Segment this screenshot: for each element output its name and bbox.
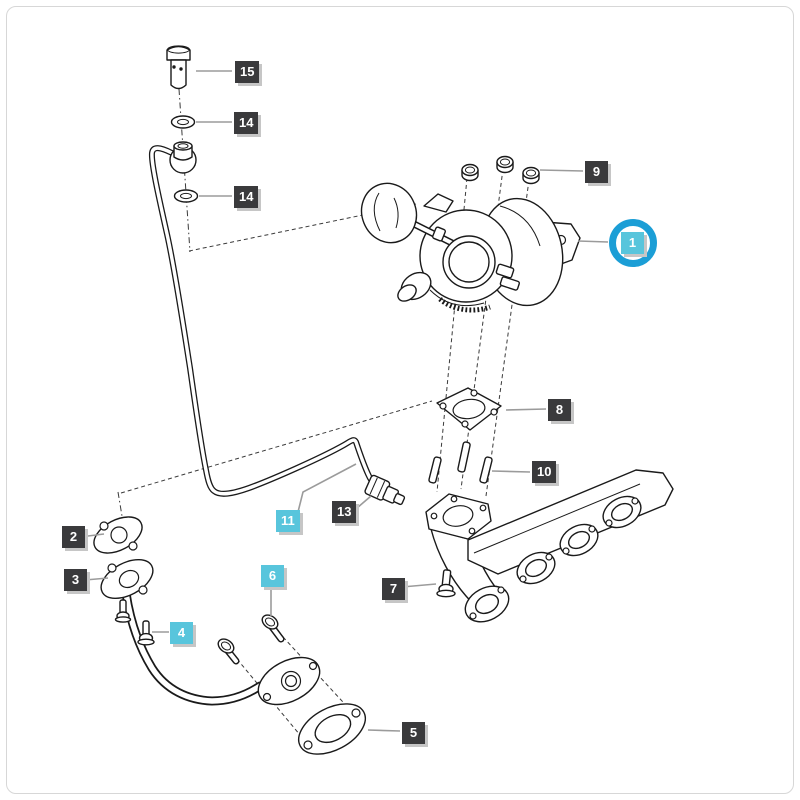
alignment-lines [117, 88, 530, 742]
part-label-13[interactable]: 13 [332, 501, 357, 523]
part-label-15[interactable]: 15 [235, 61, 260, 83]
part-label-14[interactable]: 14 [234, 186, 259, 208]
part-label-7[interactable]: 7 [382, 578, 405, 600]
exhaust-manifold-drawing [425, 469, 674, 623]
studs-drawing [428, 441, 493, 484]
selected-part-ring [609, 219, 657, 267]
part-label-11[interactable]: 11 [276, 510, 300, 532]
part-label-6[interactable]: 6 [261, 565, 284, 587]
part-label-3[interactable]: 3 [64, 569, 87, 591]
part-label-9[interactable]: 9 [585, 161, 608, 183]
sealing-washer-drawing [170, 115, 196, 129]
turbo-gasket-drawing [436, 387, 502, 431]
manifold-bolt-drawing [436, 569, 456, 598]
oil-feed-pipe-drawing [148, 145, 379, 497]
part-label-2[interactable]: 2 [62, 526, 85, 548]
sensor-fitting-drawing [364, 474, 406, 506]
part-label-14[interactable]: 14 [234, 112, 259, 134]
sealing-washer-drawing [173, 189, 199, 203]
part-label-10[interactable]: 10 [532, 461, 557, 483]
part-label-4[interactable]: 4 [170, 622, 193, 644]
pipe-flange-gasket-drawing [298, 703, 366, 755]
part-label-8[interactable]: 8 [548, 399, 571, 421]
flange-bolts-drawing [217, 614, 285, 665]
banjo-bolt-drawing [166, 45, 191, 90]
turbocharger-drawing [360, 182, 581, 313]
oil-drain-gasket-drawing [93, 516, 143, 554]
oil-drain-pipe-drawing [100, 559, 321, 706]
leader-lines [84, 70, 609, 732]
banjo-fitting-drawing [169, 141, 197, 174]
part-label-5[interactable]: 5 [402, 722, 425, 744]
mounting-nuts-drawing [461, 155, 540, 185]
drain-bolts-drawing [114, 599, 155, 646]
part-label-1[interactable]: 1 [621, 232, 644, 254]
